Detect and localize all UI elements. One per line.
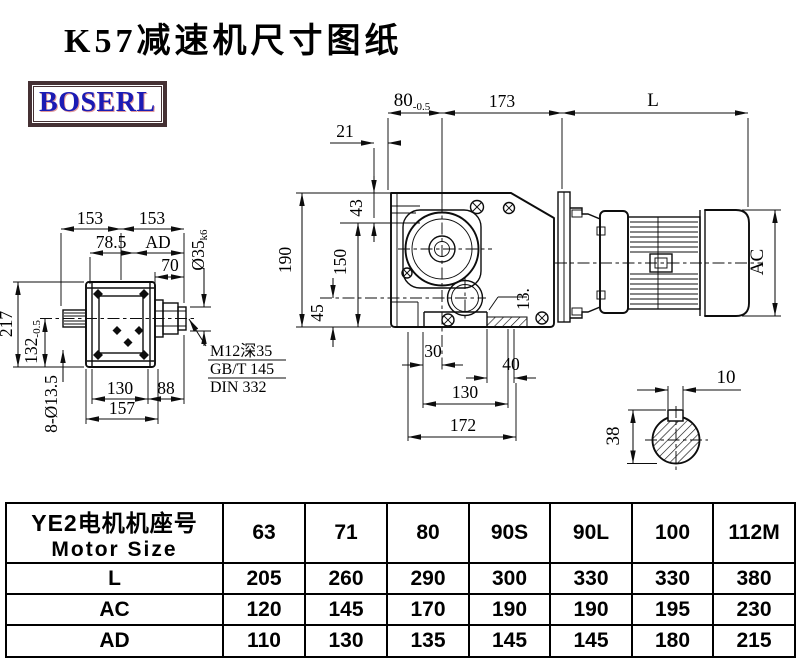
dim-70: 70 bbox=[161, 255, 179, 275]
motor-adapter bbox=[557, 191, 601, 323]
cell: 330 bbox=[549, 562, 633, 595]
table-row-AD: AD 110 130 135 145 145 180 215 bbox=[5, 624, 796, 658]
cell: 290 bbox=[386, 562, 470, 595]
dim-88: 88 bbox=[157, 378, 175, 398]
section-dimension-lines bbox=[627, 386, 741, 464]
size-63: 63 bbox=[222, 502, 306, 564]
cell: 205 bbox=[222, 562, 306, 595]
cell: 260 bbox=[304, 562, 388, 595]
cell: 215 bbox=[712, 624, 796, 658]
page-title: K57减速机尺寸图纸 bbox=[64, 23, 403, 60]
dim-L: L bbox=[647, 90, 659, 111]
cell: 145 bbox=[468, 624, 551, 658]
front-view: 80-0.5 173 L 21 43 190 150 45 30 40 13. … bbox=[275, 90, 781, 441]
gearbox-front-outline bbox=[390, 192, 555, 328]
dim-153-left: 153 bbox=[77, 208, 104, 228]
dim-173: 173 bbox=[489, 91, 516, 111]
size-112M: 112M bbox=[712, 502, 796, 564]
cell: 190 bbox=[549, 593, 633, 626]
row-label-AD: AD bbox=[5, 624, 224, 658]
motor bbox=[555, 209, 762, 317]
dim-10: 10 bbox=[717, 367, 736, 388]
motor-fins bbox=[630, 221, 698, 305]
note-gbt: GB/T 145 bbox=[210, 361, 274, 378]
cell: 300 bbox=[468, 562, 551, 595]
dim-38: 38 bbox=[603, 427, 624, 446]
dim-13: 13. bbox=[513, 288, 533, 310]
shaft-cross-section: 10 38 bbox=[603, 367, 741, 471]
brand-logo-text: BOSERL bbox=[33, 86, 162, 122]
dim-40: 40 bbox=[502, 354, 520, 374]
note-din: DIN 332 bbox=[210, 379, 266, 396]
cell: 180 bbox=[631, 624, 714, 658]
size-100: 100 bbox=[631, 502, 714, 564]
left-view-dimension-lines bbox=[13, 226, 286, 424]
dim-130-front: 130 bbox=[452, 382, 479, 402]
cell: 170 bbox=[386, 593, 470, 626]
dim-AC: AC bbox=[747, 249, 768, 275]
row-label-AC: AC bbox=[5, 593, 224, 626]
cell: 190 bbox=[468, 593, 551, 626]
dim-153-right: 153 bbox=[139, 208, 166, 228]
cell: 120 bbox=[222, 593, 306, 626]
fan-cowl bbox=[704, 209, 750, 317]
size-71: 71 bbox=[304, 502, 388, 564]
cell: 330 bbox=[631, 562, 714, 595]
dim-78-5: 78.5 bbox=[96, 232, 127, 252]
size-90L: 90L bbox=[549, 502, 633, 564]
row-label-L: L bbox=[5, 562, 224, 595]
size-80: 80 bbox=[386, 502, 470, 564]
cell: 145 bbox=[549, 624, 633, 658]
brand-logo: BOSERL bbox=[28, 81, 167, 127]
flange-bolts bbox=[93, 289, 149, 360]
table-row-L: L 205 260 290 300 330 330 380 bbox=[5, 562, 796, 595]
cell: 230 bbox=[712, 593, 796, 626]
dim-AD: AD bbox=[145, 232, 170, 252]
dim-80: 80-0.5 bbox=[394, 90, 431, 113]
dim-30: 30 bbox=[424, 341, 442, 361]
left-side-view: 153 153 78.5 AD 70 Ø35k6 217 132-0.5 8-Ø… bbox=[0, 208, 286, 433]
cell: 130 bbox=[304, 624, 388, 658]
dim-172: 172 bbox=[450, 415, 476, 435]
cell: 110 bbox=[222, 624, 306, 658]
dim-45: 45 bbox=[307, 304, 327, 322]
technical-drawing: 153 153 78.5 AD 70 Ø35k6 217 132-0.5 8-Ø… bbox=[0, 90, 781, 471]
dim-130-left-view: 130 bbox=[107, 378, 134, 398]
dim-190: 190 bbox=[275, 247, 295, 274]
cell: 195 bbox=[631, 593, 714, 626]
dim-157: 157 bbox=[109, 398, 136, 418]
dim-shaft-dia: Ø35k6 bbox=[188, 229, 210, 271]
housing-bolts bbox=[401, 199, 549, 327]
table-row-AC: AC 120 145 170 190 190 195 230 bbox=[5, 593, 796, 626]
dim-21: 21 bbox=[336, 121, 354, 141]
dim-217: 217 bbox=[0, 311, 16, 338]
dim-150: 150 bbox=[330, 249, 350, 276]
dim-132: 132-0.5 bbox=[21, 320, 43, 364]
cell: 135 bbox=[386, 624, 470, 658]
flange-face-rect bbox=[98, 295, 144, 354]
dim-8-holes: 8-Ø13.5 bbox=[41, 375, 61, 433]
front-view-dimension-lines bbox=[296, 110, 781, 441]
size-90S: 90S bbox=[468, 502, 551, 564]
note-m12: M12深35 bbox=[210, 342, 272, 360]
cell: 380 bbox=[712, 562, 796, 595]
cell: 145 bbox=[304, 593, 388, 626]
keyway bbox=[667, 409, 684, 422]
flange-lines bbox=[87, 283, 154, 366]
dim-43: 43 bbox=[346, 199, 366, 217]
foot-pad-section bbox=[486, 316, 528, 328]
